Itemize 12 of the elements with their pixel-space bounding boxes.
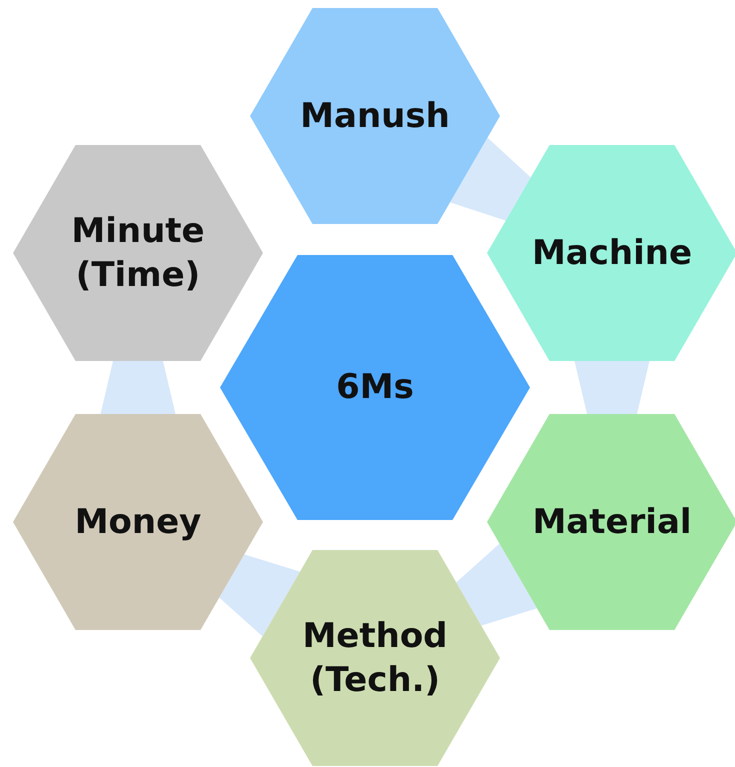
hexagon-label: Machine xyxy=(532,232,692,275)
connector-band xyxy=(100,361,176,414)
hexagon-label: Money xyxy=(74,500,202,544)
connector-band xyxy=(456,544,537,626)
connector-band xyxy=(219,554,300,636)
hexagon-label: Minute (Time) xyxy=(70,210,206,297)
connector-band xyxy=(450,138,531,221)
connector-band xyxy=(574,361,650,414)
hexagon-label: Manush xyxy=(300,94,450,138)
hexagon-label: 6Ms xyxy=(336,366,414,409)
hexagon-label: Method (Tech.) xyxy=(301,614,449,702)
hexagon-label: Material xyxy=(532,500,692,544)
